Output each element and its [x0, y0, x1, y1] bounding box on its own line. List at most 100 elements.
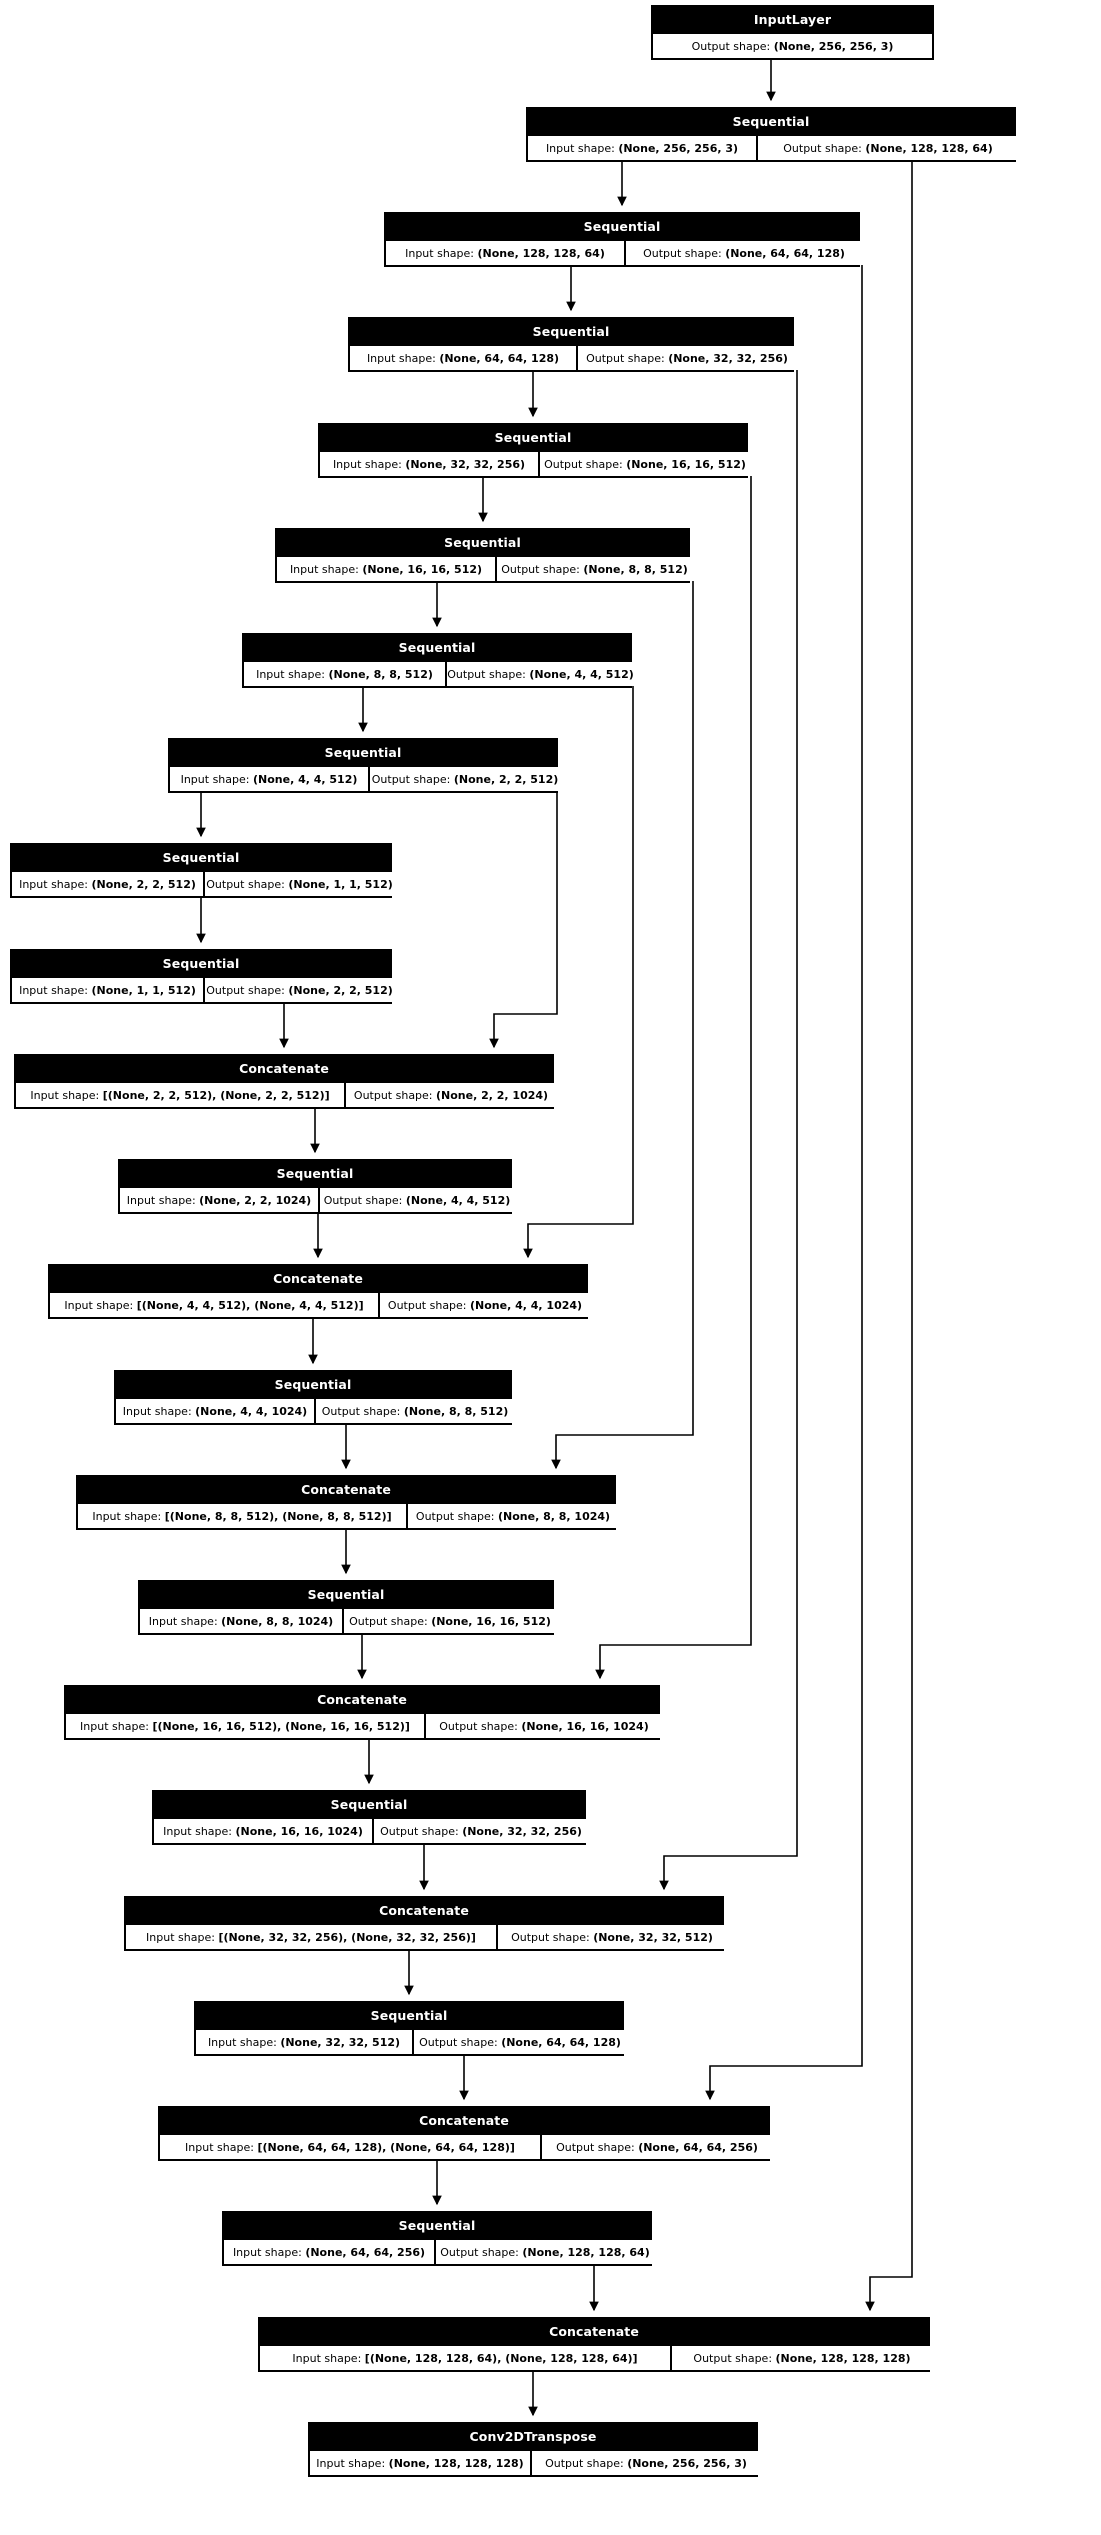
output-shape-cell: Output shape: (None, 4, 4, 1024)	[380, 1293, 590, 1317]
input-shape-label: Input shape:	[80, 1719, 149, 1733]
input-shape-label: Input shape:	[232, 2245, 302, 2259]
output-shape-label: Output shape:	[380, 1824, 459, 1838]
graph-edge	[659, 370, 798, 1891]
layer-type-label: Sequential	[320, 425, 746, 450]
output-shape-label: Output shape:	[586, 351, 665, 365]
layer-type-label: Sequential	[244, 635, 630, 660]
layer-type-label: Sequential	[277, 530, 688, 555]
layer-shape-row: Input shape: (None, 2, 2, 1024)Output sh…	[120, 1186, 514, 1212]
output-shape-label: Output shape:	[321, 1404, 401, 1418]
layer-shape-row: Input shape: (None, 1, 1, 512)Output sha…	[12, 976, 394, 1002]
output-shape-label: Output shape:	[691, 39, 771, 53]
layer-type-label: InputLayer	[653, 7, 932, 32]
layer-shape-row: Input shape: (None, 256, 256, 3)Output s…	[528, 134, 1018, 160]
layer-shape-row: Input shape: [(None, 8, 8, 512), (None, …	[78, 1502, 618, 1528]
output-shape-cell: Output shape: (None, 64, 64, 128)	[626, 241, 862, 265]
input-shape-value: [(None, 2, 2, 512), (None, 2, 2, 512)]	[102, 1088, 330, 1102]
layer-shape-row: Input shape: (None, 64, 64, 128)Output s…	[350, 344, 796, 370]
input-shape-cell: Input shape: (None, 128, 128, 64)	[386, 241, 626, 265]
input-shape-value: [(None, 16, 16, 512), (None, 16, 16, 512…	[152, 1719, 410, 1733]
output-shape-label: Output shape:	[387, 1298, 467, 1312]
input-shape-value: (None, 8, 8, 512)	[328, 667, 433, 681]
input-shape-cell: Input shape: (None, 4, 4, 1024)	[116, 1399, 316, 1423]
output-shape-label: Output shape:	[419, 2035, 498, 2049]
graph-edge	[551, 581, 694, 1470]
layer-type-label: Sequential	[528, 109, 1014, 134]
input-shape-label: Input shape:	[292, 2351, 362, 2365]
output-shape-value: (None, 128, 128, 128)	[775, 2351, 911, 2365]
layer-shape-row: Input shape: [(None, 4, 4, 512), (None, …	[50, 1291, 590, 1317]
input-shape-value: (None, 4, 4, 512)	[252, 772, 358, 786]
input-shape-label: Input shape:	[545, 141, 615, 155]
input-shape-cell: Input shape: (None, 256, 256, 3)	[528, 136, 758, 160]
output-shape-cell: Output shape: (None, 8, 8, 1024)	[408, 1504, 618, 1528]
output-shape-value: (None, 32, 32, 512)	[593, 1930, 713, 1944]
output-shape-value: (None, 2, 2, 1024)	[436, 1088, 549, 1102]
output-shape-cell: Output shape: (None, 8, 8, 512)	[497, 557, 692, 581]
graph-edge	[523, 686, 634, 1259]
input-shape-label: Input shape:	[316, 2456, 386, 2470]
input-shape-value: (None, 128, 128, 128)	[388, 2456, 524, 2470]
output-shape-cell: Output shape: (None, 1, 1, 512)	[205, 872, 394, 896]
input-shape-value: (None, 8, 8, 1024)	[221, 1614, 334, 1628]
output-shape-label: Output shape:	[545, 2456, 624, 2470]
input-shape-cell: Input shape: (None, 16, 16, 1024)	[154, 1819, 374, 1843]
input-shape-value: (None, 4, 4, 1024)	[195, 1404, 308, 1418]
layer-type-label: Sequential	[12, 845, 390, 870]
input-shape-cell: Input shape: (None, 2, 2, 1024)	[120, 1188, 320, 1212]
output-shape-cell: Output shape: (None, 8, 8, 512)	[316, 1399, 514, 1423]
input-shape-label: Input shape:	[126, 1193, 196, 1207]
output-shape-value: (None, 2, 2, 512)	[288, 983, 393, 997]
output-shape-label: Output shape:	[501, 562, 580, 576]
output-shape-cell: Output shape: (None, 32, 32, 256)	[578, 346, 796, 370]
output-shape-label: Output shape:	[511, 1930, 590, 1944]
input-shape-value: [(None, 4, 4, 512), (None, 4, 4, 512)]	[136, 1298, 364, 1312]
output-shape-label: Output shape:	[206, 983, 285, 997]
input-shape-value: [(None, 8, 8, 512), (None, 8, 8, 512)]	[164, 1509, 392, 1523]
layer-shape-row: Output shape: (None, 256, 256, 3)	[653, 32, 932, 58]
input-shape-value: (None, 128, 128, 64)	[477, 246, 605, 260]
output-shape-cell: Output shape: (None, 32, 32, 512)	[498, 1925, 726, 1949]
input-shape-label: Input shape:	[148, 1614, 218, 1628]
input-shape-value: (None, 32, 32, 512)	[280, 2035, 401, 2049]
input-shape-label: Input shape:	[180, 772, 250, 786]
output-shape-cell: Output shape: (None, 32, 32, 256)	[374, 1819, 588, 1843]
layer-shape-row: Input shape: (None, 128, 128, 128) Output…	[310, 2449, 760, 2475]
output-shape-label: Output shape:	[206, 877, 285, 891]
output-shape-value: (None, 64, 64, 128)	[501, 2035, 621, 2049]
layer-shape-row: Input shape: (None, 32, 32, 512)Output s…	[196, 2028, 626, 2054]
input-shape-label: Input shape:	[163, 1824, 232, 1838]
layer-type-label: Sequential	[154, 1792, 584, 1817]
graph-edge	[705, 265, 863, 2101]
input-shape-label: Input shape:	[122, 1404, 192, 1418]
layer-shape-row: Input shape: [(None, 32, 32, 256), (None…	[126, 1923, 726, 1949]
output-shape-cell: Output shape: (None, 16, 16, 512)	[344, 1609, 556, 1633]
layer-type-label: Sequential	[12, 951, 390, 976]
